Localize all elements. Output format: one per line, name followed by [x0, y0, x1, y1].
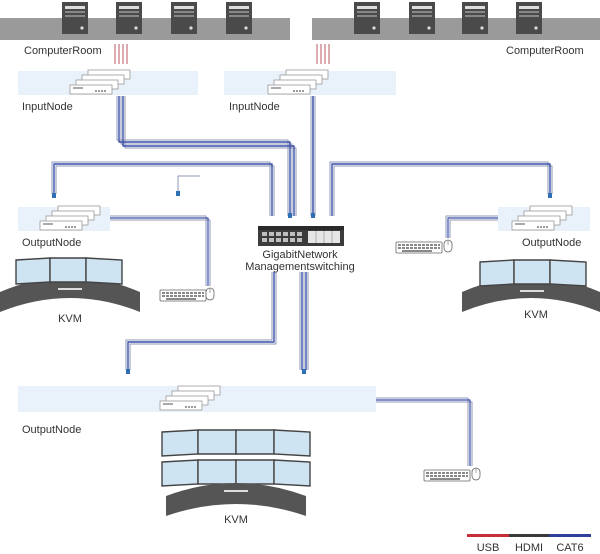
monitor-wall	[15, 257, 123, 285]
connector-icon	[311, 213, 315, 218]
server-icon	[354, 2, 380, 34]
server-icon	[171, 2, 197, 34]
keyboard-icon	[159, 289, 207, 302]
kvm-workstation-left	[0, 257, 140, 312]
server-icon	[62, 2, 88, 34]
cat6-cables	[51, 96, 553, 466]
cable-legend: USB HDMI CAT6	[467, 534, 591, 554]
console-desk	[166, 483, 306, 516]
computer-room-left	[0, 2, 290, 40]
server-icon	[409, 2, 435, 34]
usb-hdmi-cable-bundle-right	[316, 44, 330, 64]
monitor-wall-bottom	[161, 459, 311, 487]
kvm-workstation-bottom	[161, 429, 311, 516]
legend-swatch-usb	[467, 534, 509, 537]
mouse-icon	[443, 239, 453, 253]
usb-hdmi-cable-bundle-left	[114, 44, 128, 64]
keyboard-icon	[423, 469, 471, 482]
input-node-left-label: InputNode	[22, 101, 73, 113]
console-desk	[0, 277, 140, 312]
connector-icon	[176, 191, 180, 196]
output-node-right-label: OutputNode	[522, 237, 581, 249]
connector-icon	[302, 369, 306, 374]
kvm-left-label: KVM	[58, 313, 82, 325]
computer-room-right-label: ComputerRoom	[506, 45, 584, 57]
input-node-right-label: InputNode	[229, 101, 280, 113]
kvm-right-label: KVM	[524, 309, 548, 321]
mouse-icon	[471, 467, 481, 481]
switch-label-line1: GigabitNetwork	[262, 249, 338, 261]
legend-swatch-cat6	[549, 534, 591, 537]
connector-icon	[548, 193, 552, 198]
console-desk	[462, 277, 600, 312]
legend-label-hdmi: HDMI	[515, 542, 543, 554]
server-icon	[516, 2, 542, 34]
connector-icon	[126, 369, 130, 374]
monitor-wall	[479, 259, 587, 287]
output-node-bottom-label: OutputNode	[22, 424, 81, 436]
legend-swatch-hdmi	[509, 534, 549, 537]
keyboard-icon	[395, 241, 443, 254]
output-node-right	[498, 205, 590, 231]
input-node-left	[18, 69, 198, 95]
legend-label-usb: USB	[477, 542, 500, 554]
output-node-left-label: OutputNode	[22, 237, 81, 249]
server-icon	[116, 2, 142, 34]
connector-icon	[288, 213, 292, 218]
output-node-left	[18, 205, 110, 231]
server-icon	[462, 2, 488, 34]
computer-room-right	[312, 2, 600, 40]
mouse-icon	[205, 287, 215, 301]
network-switch	[258, 226, 344, 246]
output-node-bottom	[18, 385, 376, 412]
kvm-workstation-right	[462, 259, 600, 312]
connector-icon	[52, 193, 56, 198]
input-node-right	[224, 69, 396, 95]
switch-label-line2: Managementswitching	[245, 261, 354, 273]
kvm-bottom-label: KVM	[224, 514, 248, 526]
legend-label-cat6: CAT6	[556, 542, 583, 554]
computer-room-left-label: ComputerRoom	[24, 45, 102, 57]
server-icon	[226, 2, 252, 34]
monitor-wall-top	[161, 429, 311, 457]
